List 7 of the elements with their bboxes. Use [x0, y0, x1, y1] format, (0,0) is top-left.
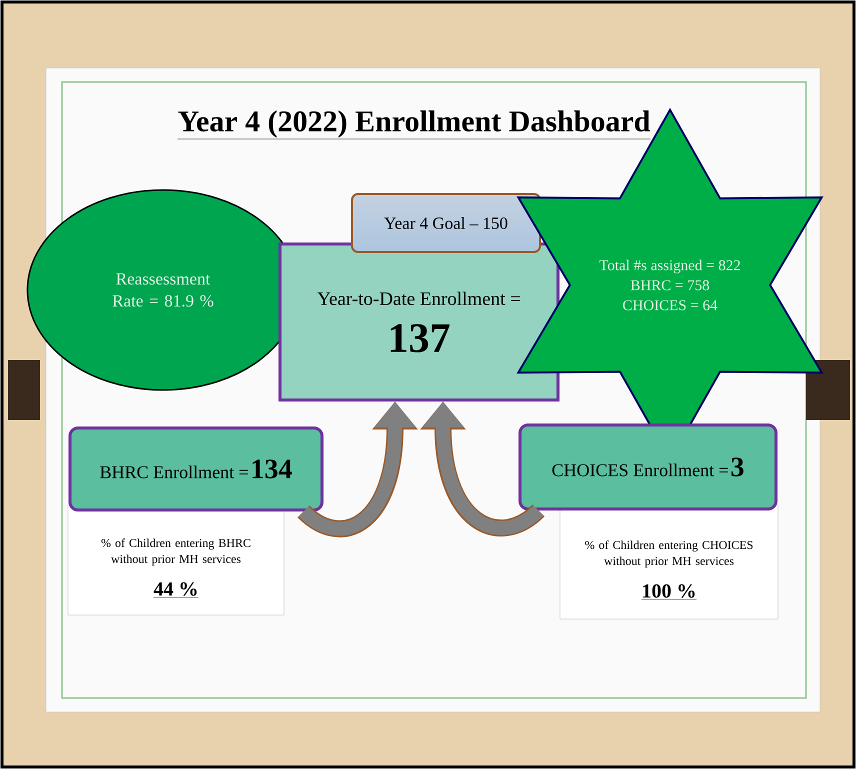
- enrollment-box: CHOICES Enrollment =3: [518, 424, 778, 510]
- info-box: % of Children entering CHOICES without prior MH services 100 %: [560, 504, 778, 620]
- enrollment-box: Year-to-Date Enrollment = 137: [278, 242, 560, 402]
- info-box: % of Children entering BHRC without prior MH services 44 %: [68, 504, 284, 616]
- goal-box: Year 4 Goal – 150: [351, 193, 541, 253]
- enrollment-box: BHRC Enrollment = 134: [68, 426, 324, 512]
- oval: Reassessment Rate = 81.9 %: [26, 189, 300, 391]
